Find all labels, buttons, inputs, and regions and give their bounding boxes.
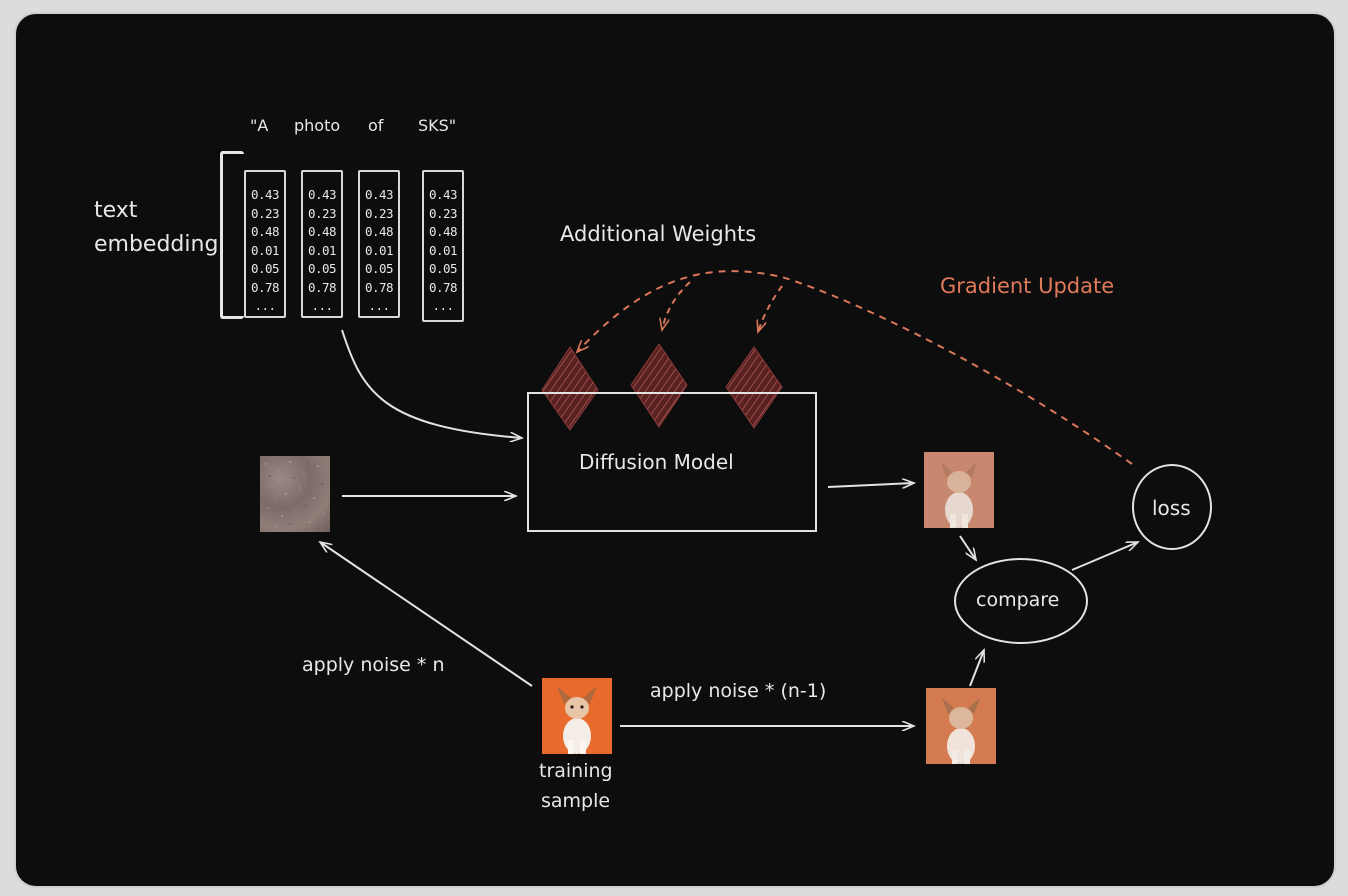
training-sample-label-line-1: training xyxy=(539,760,613,782)
target-dog-image xyxy=(926,688,996,764)
embedding-column-4: 0.43 0.23 0.48 0.01 0.05 0.78 ... xyxy=(422,170,464,322)
embedding-column-3: 0.43 0.23 0.48 0.01 0.05 0.78 ... xyxy=(358,170,400,318)
embedding-value: 0.23 xyxy=(250,205,280,221)
prompt-words: "A photo of SKS" xyxy=(250,118,470,140)
embedding-value: 0.48 xyxy=(250,224,280,239)
embedding-value: 0.43 xyxy=(428,187,458,202)
embedding-value: 0.78 xyxy=(307,279,337,295)
additional-weights-label: Additional Weights xyxy=(560,222,757,246)
text-embedding-label-line-1: text xyxy=(94,198,138,223)
embedding-value: 0.01 xyxy=(364,242,394,258)
output-to-compare-arrow xyxy=(959,535,976,560)
gradient-update-label: Gradient Update xyxy=(940,274,1115,298)
embedding-value: 0.48 xyxy=(307,224,337,239)
embedding-bracket xyxy=(220,151,244,319)
embedding-value: 0.48 xyxy=(428,224,458,239)
embedding-value: 0.05 xyxy=(428,261,458,276)
embedding-value: ... xyxy=(311,298,333,313)
text-embedding-label-line-2: embedding xyxy=(94,232,219,257)
embedding-value: 0.78 xyxy=(428,279,458,295)
loss-label: loss xyxy=(1152,496,1191,520)
diffusion-model-label: Diffusion Model xyxy=(579,450,734,474)
embedding-column-1: 0.43 0.23 0.48 0.01 0.05 0.78 ... xyxy=(244,170,286,318)
model-output-arrow xyxy=(827,483,914,487)
embedding-value: 0.43 xyxy=(250,187,280,202)
embedding-value: ... xyxy=(432,298,454,313)
embedding-value: 0.23 xyxy=(428,205,458,221)
prompt-word-1: "A xyxy=(250,116,269,135)
target-to-compare-arrow xyxy=(969,650,984,687)
prompt-word-2: photo xyxy=(294,116,341,135)
embedding-value: 0.43 xyxy=(364,187,394,202)
training-sample-image xyxy=(542,678,612,754)
embedding-value: 0.78 xyxy=(364,279,394,295)
weight-diamond-3 xyxy=(725,346,783,429)
embedding-value: 0.05 xyxy=(364,261,394,276)
gradient-branch-2 xyxy=(662,281,691,330)
compare-node: compare xyxy=(954,558,1088,644)
embedding-value: 0.01 xyxy=(250,242,280,258)
embedding-value: 0.05 xyxy=(307,261,337,276)
compare-label: compare xyxy=(976,589,1060,611)
embedding-value: 0.48 xyxy=(364,224,394,239)
weight-diamond-1 xyxy=(541,346,599,431)
embedding-value: 0.43 xyxy=(307,187,337,202)
training-sample-label-line-2: sample xyxy=(541,790,611,812)
compare-to-loss-arrow xyxy=(1071,541,1138,571)
embedding-value: 0.23 xyxy=(364,205,394,221)
weight-diamond-2 xyxy=(630,343,688,428)
apply-noise-arrow xyxy=(320,542,533,687)
embedding-value: ... xyxy=(368,298,390,313)
apply-noise-n-minus-1-label: apply noise * (n-1) xyxy=(650,680,827,702)
gradient-branch-3 xyxy=(758,285,783,332)
prompt-word-3: of xyxy=(368,116,384,135)
diffusion-model-box: Diffusion Model xyxy=(527,392,817,532)
embedding-value: 0.01 xyxy=(307,242,337,258)
embedding-arrow xyxy=(341,329,522,438)
embedding-column-2: 0.43 0.23 0.48 0.01 0.05 0.78 ... xyxy=(301,170,343,318)
embedding-value: 0.01 xyxy=(428,242,458,258)
loss-node: loss xyxy=(1132,464,1212,550)
gradient-update-path xyxy=(577,270,1133,465)
apply-noise-n-label: apply noise * n xyxy=(302,654,445,676)
embedding-value: 0.05 xyxy=(250,261,280,276)
predicted-dog-image xyxy=(924,452,994,528)
diagram-arrows-layer xyxy=(16,270,1336,888)
embedding-value: 0.23 xyxy=(307,205,337,221)
diagram-canvas: "A photo of SKS" text embedding 0.43 0.2… xyxy=(14,12,1336,888)
embedding-value: 0.78 xyxy=(250,279,280,295)
noisy-image xyxy=(260,456,330,532)
prompt-word-4: SKS" xyxy=(418,116,457,135)
embedding-value: ... xyxy=(254,298,276,313)
